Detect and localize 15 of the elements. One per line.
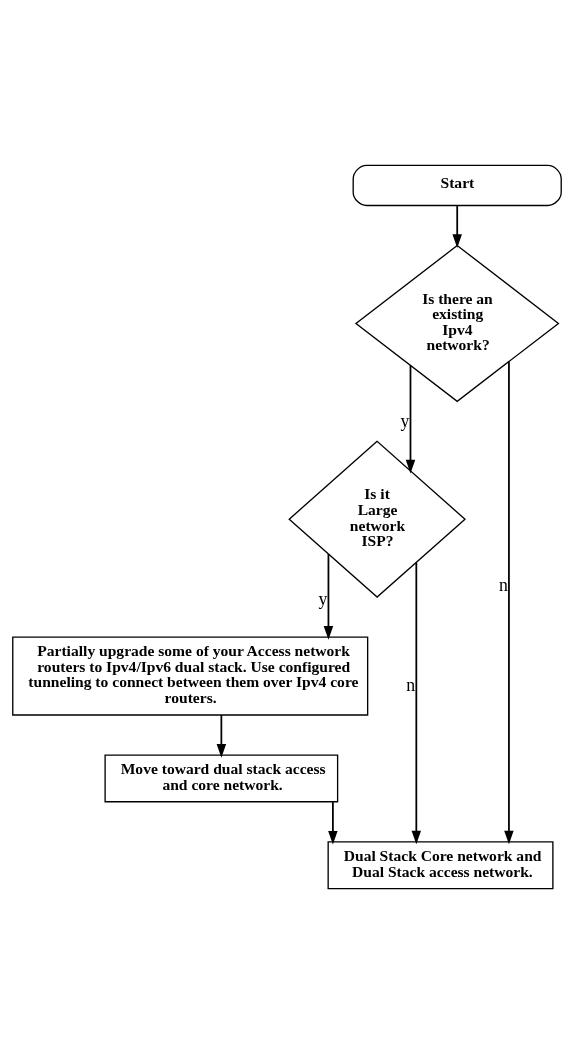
node-diamond: Is there an existing Ipv4 network? (354, 244, 560, 403)
node-box: Dual Stack Core network and Dual Stack access network. (327, 841, 554, 890)
arrow (504, 360, 514, 845)
node-box: Partially upgrade some of your Access network routers to Ipv4/Ipv6 dual stack. Use configured tunneling to connect between them over Ipv4 core routers. (12, 636, 369, 716)
arrow (328, 801, 338, 845)
arrow (405, 364, 416, 474)
arrow (411, 561, 422, 845)
edge-label: y (400, 411, 410, 432)
node-box: Start (352, 164, 562, 207)
arrow (452, 204, 462, 248)
arrow (216, 714, 227, 758)
arrow (323, 553, 334, 640)
node-box: Move toward dual stack access and core network. (104, 754, 339, 803)
edge-label: n (498, 574, 508, 595)
edge-label: n (406, 675, 416, 696)
